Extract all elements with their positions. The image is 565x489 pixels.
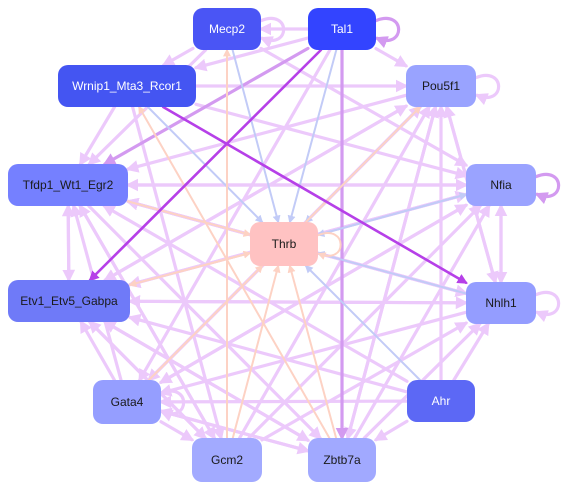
node-box-wrnip1[interactable] (58, 65, 196, 107)
edge-mecp2-to-thrb (231, 49, 281, 224)
node-label-pou5f1: Pou5f1 (422, 79, 460, 93)
node-label-mecp2: Mecp2 (209, 22, 245, 36)
node-box-etv1[interactable] (8, 280, 130, 322)
node-zbtb7a[interactable]: Zbtb7a (308, 438, 376, 482)
edge-tfdp1-to-thrb (127, 200, 252, 237)
node-box-pou5f1[interactable] (406, 65, 476, 107)
node-label-gcm2: Gcm2 (211, 453, 243, 467)
edge-zbtb7a-to-nfia (353, 203, 491, 440)
edge-gcm2-to-thrb (231, 264, 281, 439)
node-box-mecp2[interactable] (193, 8, 261, 50)
edge-thrb-to-etv1 (128, 252, 251, 288)
node-label-gata4: Gata4 (111, 395, 144, 409)
edge-tal1-to-etv1 (88, 48, 323, 282)
node-nfia[interactable]: Nfia (466, 164, 536, 206)
edge-thrb-to-pou5f1 (304, 105, 422, 223)
edge-nhlh1-to-nhlh1 (534, 290, 561, 323)
edge-nhlh1-to-thrb (316, 251, 467, 295)
edge-tal1-to-tfdp1 (102, 46, 310, 166)
edge-wrnip1-to-nhlh1 (161, 105, 468, 284)
node-box-tal1[interactable] (308, 8, 376, 50)
node-box-nfia[interactable] (466, 164, 536, 206)
node-label-nfia: Nfia (490, 178, 512, 192)
node-box-nhlh1[interactable] (466, 282, 536, 324)
edge-wrnip1-to-tfdp1 (78, 105, 117, 167)
edge-ahr-to-thrb (304, 264, 421, 381)
node-box-gata4[interactable] (93, 380, 161, 424)
edge-nfia-to-nfia (534, 172, 561, 205)
node-label-thrb: Thrb (272, 237, 297, 251)
edge-tal1-to-wrnip1 (193, 36, 310, 72)
edge-gata4-to-etv1 (79, 319, 116, 382)
edge-ahr-to-zbtb7a (373, 419, 409, 442)
node-pou5f1[interactable]: Pou5f1 (406, 65, 476, 107)
node-gcm2[interactable]: Gcm2 (192, 438, 262, 482)
edge-ahr-to-tfdp1 (102, 204, 409, 383)
node-box-ahr[interactable] (407, 380, 475, 422)
node-box-gcm2[interactable] (192, 438, 262, 482)
node-box-thrb[interactable] (250, 222, 318, 266)
node-label-wrnip1: Wrnip1_Mta3_Rcor1 (72, 79, 182, 93)
edge-gata4-to-thrb (147, 264, 264, 381)
edge-ahr-to-nhlh1 (452, 321, 490, 382)
node-box-zbtb7a[interactable] (308, 438, 376, 482)
edge-zbtb7a-to-thrb (287, 264, 338, 439)
edge-pou5f1-to-pou5f1 (474, 73, 501, 106)
edge-etv1-to-tfdp1 (61, 203, 75, 282)
edge-layer (61, 16, 561, 455)
edge-ahr-to-etv1 (127, 313, 409, 394)
edge-gata4-to-gcm2 (159, 420, 195, 442)
node-nhlh1[interactable]: Nhlh1 (466, 282, 536, 324)
node-label-tal1: Tal1 (331, 22, 353, 36)
edge-mecp2-to-wrnip1 (161, 46, 195, 67)
edge-tal1-to-tal1 (374, 16, 401, 49)
node-tal1[interactable]: Tal1 (308, 8, 376, 50)
edge-etv1-to-pou5f1 (103, 104, 409, 282)
edge-tal1-to-thrb (287, 49, 338, 224)
node-etv1[interactable]: Etv1_Etv5_Gabpa (8, 280, 130, 322)
node-tfdp1[interactable]: Tfdp1_Wt1_Egr2 (8, 164, 128, 206)
node-mecp2[interactable]: Mecp2 (193, 8, 261, 50)
edge-gata4-to-nfia (159, 203, 469, 384)
node-label-nhlh1: Nhlh1 (485, 296, 517, 310)
edge-gcm2-to-pou5f1 (238, 104, 431, 440)
node-box-tfdp1[interactable] (8, 164, 128, 206)
node-label-tfdp1: Tfdp1_Wt1_Egr2 (23, 178, 114, 192)
edge-gcm2-to-nfia (247, 204, 482, 440)
edge-thrb-to-thrb (317, 232, 342, 260)
node-thrb[interactable]: Thrb (250, 222, 318, 266)
node-label-etv1: Etv1_Etv5_Gabpa (20, 294, 118, 308)
edge-tal1-to-gata4 (138, 48, 332, 383)
node-ahr[interactable]: Ahr (407, 380, 475, 422)
edge-tal1-to-pou5f1 (374, 47, 409, 68)
edge-zbtb7a-to-etv1 (102, 320, 310, 442)
node-gata4[interactable]: Gata4 (93, 380, 161, 424)
node-wrnip1[interactable]: Wrnip1_Mta3_Rcor1 (58, 65, 196, 107)
node-label-zbtb7a: Zbtb7a (323, 453, 361, 467)
node-label-ahr: Ahr (432, 394, 451, 408)
edge-zbtb7a-to-wrnip1 (138, 105, 331, 439)
edge-gcm2-to-tfdp1 (78, 203, 216, 440)
edge-pou5f1-to-tfdp1 (125, 93, 408, 173)
edge-thrb-to-nfia (317, 192, 468, 236)
